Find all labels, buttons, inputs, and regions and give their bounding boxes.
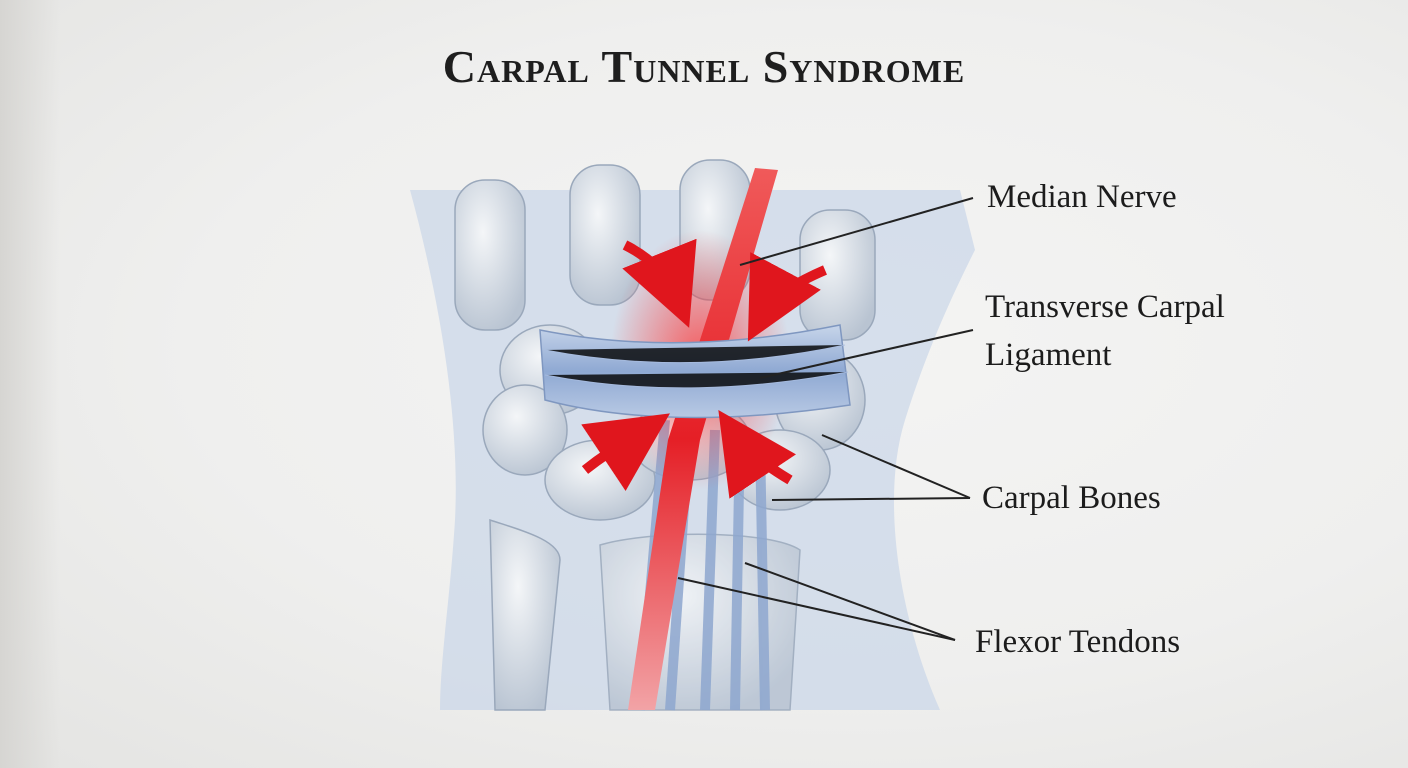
page-title: Carpal Tunnel Syndrome [442,41,966,92]
compression-arrows [581,238,827,499]
label-ligament-line1: Transverse Carpal [985,289,1225,325]
label-flexor-tendons: Flexor Tendons [975,624,1181,660]
page-shadow [0,0,60,768]
label-ligament-line2: Ligament [985,337,1112,373]
label-median-nerve: Median Nerve [987,179,1177,215]
leader-lines [677,197,974,641]
label-carpal-bones: Carpal Bones [982,480,1161,516]
median-nerve [628,168,778,710]
